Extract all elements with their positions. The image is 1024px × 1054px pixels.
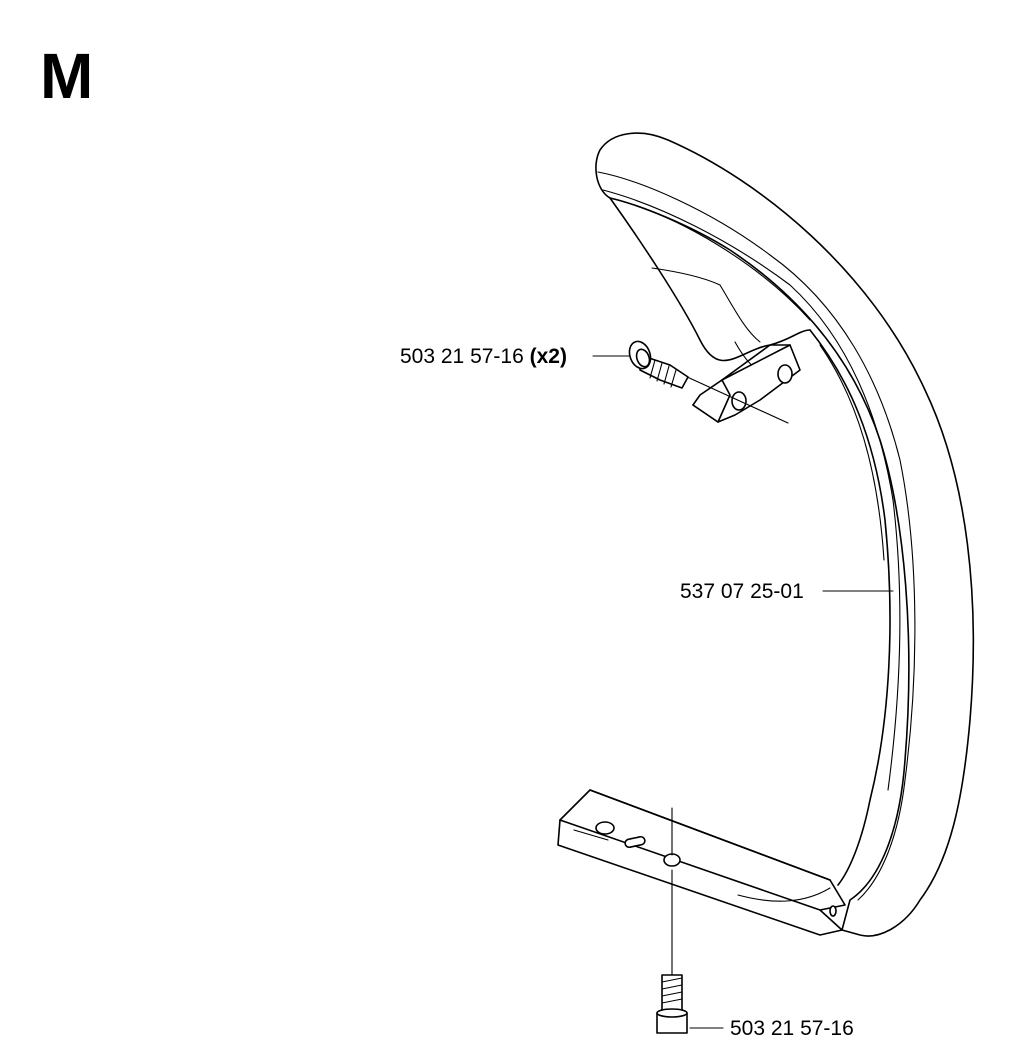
leader-upper-screw-axis <box>684 375 789 424</box>
part-number-front-handle: 537 07 25-01 <box>680 580 804 603</box>
part-number-upper-screw: 503 21 57-16 <box>400 345 524 368</box>
part-quantity-upper-screw: (x2) <box>530 345 567 368</box>
lower-screw <box>656 807 688 1034</box>
label-front-handle: 537 07 25-01 <box>680 580 894 603</box>
front-handle <box>557 132 975 937</box>
label-lower-screw: 503 21 57-16 <box>689 1017 854 1040</box>
part-number-lower-screw: 503 21 57-16 <box>730 1017 854 1040</box>
svg-text:503 21 57-16 (x2): 503 21 57-16 (x2) <box>400 345 567 368</box>
upper-screw <box>628 340 689 389</box>
section-letter: M <box>40 40 93 112</box>
label-upper-screw: 503 21 57-16 (x2) <box>400 345 631 368</box>
